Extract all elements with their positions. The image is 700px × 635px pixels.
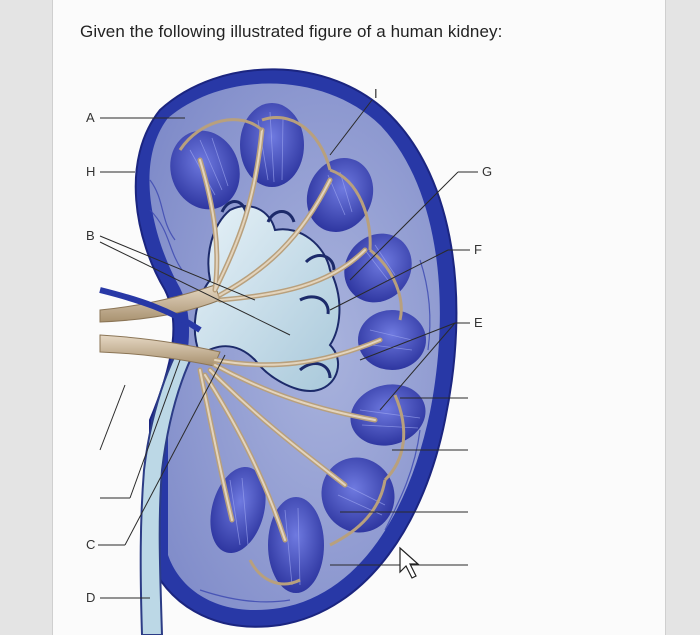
renal-pyramid — [321, 457, 395, 533]
label-i: I — [374, 86, 378, 101]
question-text: Given the following illustrated figure o… — [80, 22, 503, 41]
renal-pyramid — [268, 497, 324, 593]
ureter — [139, 343, 197, 635]
label-c: C — [86, 537, 96, 552]
label-h: H — [86, 164, 96, 179]
mouse-cursor-icon — [399, 546, 420, 579]
label-a: A — [86, 110, 95, 125]
label-g: G — [482, 164, 493, 179]
renal-pyramid — [358, 310, 426, 370]
label-f: F — [474, 242, 482, 257]
renal-pyramid — [350, 384, 426, 446]
leader-lines — [98, 99, 478, 599]
renal-pyramid — [306, 158, 374, 232]
arcuate-vessels — [178, 115, 406, 586]
label-d: D — [86, 590, 96, 605]
label-e: E — [474, 315, 483, 330]
label-b: B — [86, 228, 95, 243]
